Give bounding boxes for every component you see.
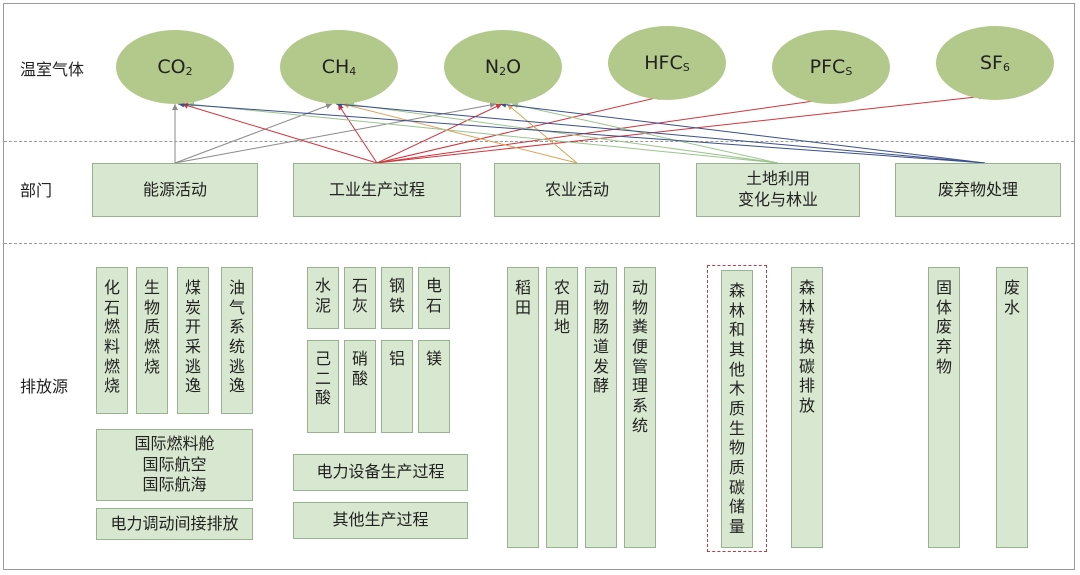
source-agricultural-land: 农用地	[546, 267, 578, 548]
sector-land-use: 土地利用 变化与林业	[696, 163, 860, 217]
gas-n2o-tail: O	[506, 56, 522, 78]
source-forest-conversion: 森林转换碳排放	[791, 267, 823, 548]
source-fossil-fuel: 化石燃料燃烧	[96, 267, 128, 414]
source-electricity-indirect: 电力调动间接排放	[96, 508, 253, 540]
link-landuse-n2o	[511, 102, 779, 164]
source-cement: 水泥	[307, 267, 339, 329]
sector-energy: 能源活动	[92, 163, 258, 217]
source-calcium-carbide-label: 电石	[425, 276, 442, 315]
source-aluminum-label: 铝	[388, 349, 405, 368]
source-calcium-carbide: 电石	[418, 267, 450, 329]
source-magnesium: 镁	[418, 340, 450, 433]
link-waste-n2o	[499, 101, 986, 164]
gas-ch4-base: CH	[321, 56, 350, 78]
gas-n2o-sub: 2	[499, 64, 507, 78]
source-coal-mining-label: 煤炭开采逃逸	[184, 278, 201, 396]
source-wastewater: 废水	[996, 267, 1028, 548]
link-industry-co2	[181, 102, 378, 164]
gas-hfcs-base: HFC	[644, 52, 683, 74]
link-agri-ch4	[342, 102, 578, 164]
gas-co2-sub: 2	[185, 64, 193, 78]
source-manure-management: 动物粪便管理系统	[624, 267, 656, 548]
source-cement-label: 水泥	[314, 276, 331, 315]
source-oil-gas-label: 油气系统逃逸	[228, 278, 245, 396]
source-magnesium-label: 镁	[425, 349, 442, 368]
source-enteric-fermentation-label: 动物肠道发酵	[592, 278, 609, 396]
source-manure-management-label: 动物粪便管理系统	[631, 278, 648, 435]
source-adipic-acid: 己二酸	[307, 340, 339, 433]
source-biomass: 生物质燃烧	[136, 267, 168, 414]
gas-ch4-sub: 4	[349, 64, 357, 78]
sector-industry: 工业生产过程	[293, 163, 461, 217]
source-adipic-acid-label: 己二酸	[314, 349, 331, 408]
source-forest-carbon-stock: 森林和其他木质生物质碳储量	[721, 270, 753, 548]
source-steel: 钢铁	[381, 267, 413, 329]
source-nitric-acid-label: 硝酸	[351, 349, 368, 388]
link-landuse-ch4	[347, 101, 779, 164]
gas-n2o-base: N	[484, 56, 500, 78]
gas-hfcs-sub: S	[682, 60, 690, 74]
source-electrical-equipment: 电力设备生产过程	[293, 454, 468, 491]
source-solid-waste: 固体废弃物	[928, 267, 960, 548]
source-aluminum: 铝	[381, 340, 413, 433]
link-waste-co2	[177, 101, 986, 164]
link-waste-ch4	[335, 101, 986, 164]
source-forest-carbon-stock-label: 森林和其他木质生物质碳储量	[728, 281, 745, 537]
source-lime: 石灰	[344, 267, 376, 329]
link-agri-n2o	[506, 103, 578, 164]
row-label-sources: 排放源	[20, 377, 69, 396]
source-forest-conversion-label: 森林转换碳排放	[798, 278, 815, 416]
source-rice-paddy: 稻田	[507, 267, 539, 548]
gas-sf6-sub: 6	[1003, 60, 1010, 74]
source-international-bunkers: 国际燃料舱 国际航空 国际航海	[96, 429, 253, 501]
link-energy-n2o	[174, 102, 497, 164]
source-oil-gas: 油气系统逃逸	[221, 267, 253, 414]
source-fossil-fuel-label: 化石燃料燃烧	[103, 278, 120, 396]
link-energy-ch4	[174, 103, 333, 164]
link-industry-ch4	[337, 103, 378, 164]
link-industry-n2o	[376, 103, 503, 164]
source-enteric-fermentation: 动物肠道发酵	[585, 267, 617, 548]
sector-agriculture: 农业活动	[494, 163, 660, 217]
source-other-production: 其他生产过程	[293, 502, 468, 539]
divider-gas-sector	[4, 141, 1074, 142]
source-solid-waste-label: 固体废弃物	[935, 278, 952, 376]
source-wastewater-label: 废水	[1003, 278, 1020, 317]
link-industry-sf6	[376, 93, 986, 164]
gas-pfcs-base: PFC	[809, 56, 846, 78]
link-industry-pfcs	[376, 96, 829, 164]
gas-sf6-base: SF	[980, 52, 1003, 74]
source-biomass-label: 生物质燃烧	[143, 278, 160, 376]
sector-waste: 废弃物处理	[895, 163, 1061, 217]
source-coal-mining: 煤炭开采逃逸	[177, 267, 209, 414]
highlight-carbon-stock	[707, 265, 767, 552]
source-rice-paddy-label: 稻田	[514, 278, 531, 317]
link-landuse-co2	[187, 101, 779, 164]
source-lime-label: 石灰	[351, 276, 368, 315]
gas-co2-base: CO	[157, 56, 186, 78]
row-label-gases: 温室气体	[20, 60, 85, 79]
source-nitric-acid: 硝酸	[344, 340, 376, 433]
source-agricultural-land-label: 农用地	[553, 278, 570, 337]
row-label-sectors: 部门	[20, 181, 53, 200]
diagram-frame	[3, 3, 1075, 570]
divider-sector-source	[4, 243, 1074, 244]
source-steel-label: 钢铁	[388, 276, 405, 315]
gas-pfcs-sub: S	[845, 64, 853, 78]
